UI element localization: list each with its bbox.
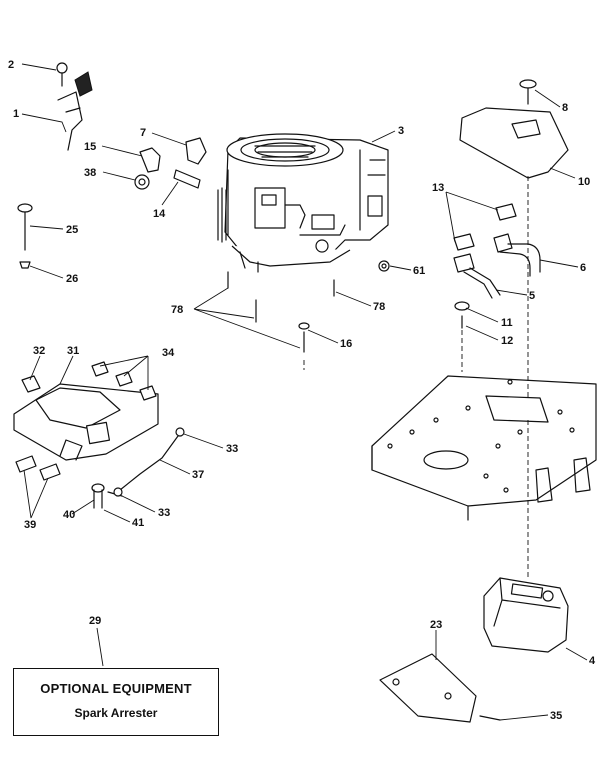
callout-14: 14 (153, 208, 166, 220)
callout-labels: 2 1 3 7 15 38 14 8 10 13 6 5 11 12 61 78… (8, 59, 596, 722)
heat-shield (459, 79, 569, 179)
callout-12: 12 (501, 335, 513, 347)
muffler (483, 577, 569, 653)
exhaust-pipes (453, 203, 541, 329)
callout-29: 29 (89, 615, 101, 627)
callout-2: 2 (8, 59, 14, 71)
callout-5: 5 (529, 290, 535, 302)
callout-6: 6 (580, 262, 586, 274)
callout-7: 7 (140, 127, 146, 139)
callout-16: 16 (340, 338, 352, 350)
callout-4: 4 (589, 655, 596, 667)
callout-26: 26 (66, 273, 78, 285)
callout-34: 34 (162, 347, 175, 359)
callout-35: 35 (550, 710, 562, 722)
callout-3: 3 (398, 125, 404, 137)
callout-31: 31 (67, 345, 79, 357)
callout-23: 23 (430, 619, 442, 631)
callout-38: 38 (84, 167, 96, 179)
optional-equipment-title: OPTIONAL EQUIPMENT (40, 681, 192, 696)
optional-equipment-item: Spark Arrester (74, 706, 158, 720)
callout-1: 1 (13, 108, 19, 120)
callout-13: 13 (432, 182, 444, 194)
engine-assembly (217, 133, 389, 273)
alignment-lines (303, 176, 529, 580)
callout-10: 10 (578, 176, 590, 188)
spark-arrester-assembly (13, 361, 185, 509)
callout-40: 40 (63, 509, 75, 521)
muffler-bracket (379, 653, 501, 723)
throttle-control (56, 62, 93, 151)
callout-61: 61 (413, 265, 425, 277)
optional-equipment-box: OPTIONAL EQUIPMENT Spark Arrester (13, 668, 219, 736)
callout-33-upper: 33 (226, 443, 238, 455)
callout-37: 37 (192, 469, 204, 481)
callout-78-right: 78 (373, 301, 385, 313)
callout-33-lower: 33 (158, 507, 170, 519)
engine-bolts (227, 260, 390, 353)
mount-bolt-group (17, 203, 33, 269)
callout-32: 32 (33, 345, 45, 357)
engine-mount-plate (371, 375, 597, 521)
fuel-fittings (134, 137, 207, 190)
callout-41: 41 (132, 517, 144, 529)
callout-39: 39 (24, 519, 36, 531)
callout-15: 15 (84, 141, 96, 153)
leader-lines (21, 63, 588, 721)
callout-25: 25 (66, 224, 78, 236)
callout-8: 8 (562, 102, 568, 114)
callout-11: 11 (501, 317, 513, 329)
callout-78-left: 78 (171, 304, 183, 316)
